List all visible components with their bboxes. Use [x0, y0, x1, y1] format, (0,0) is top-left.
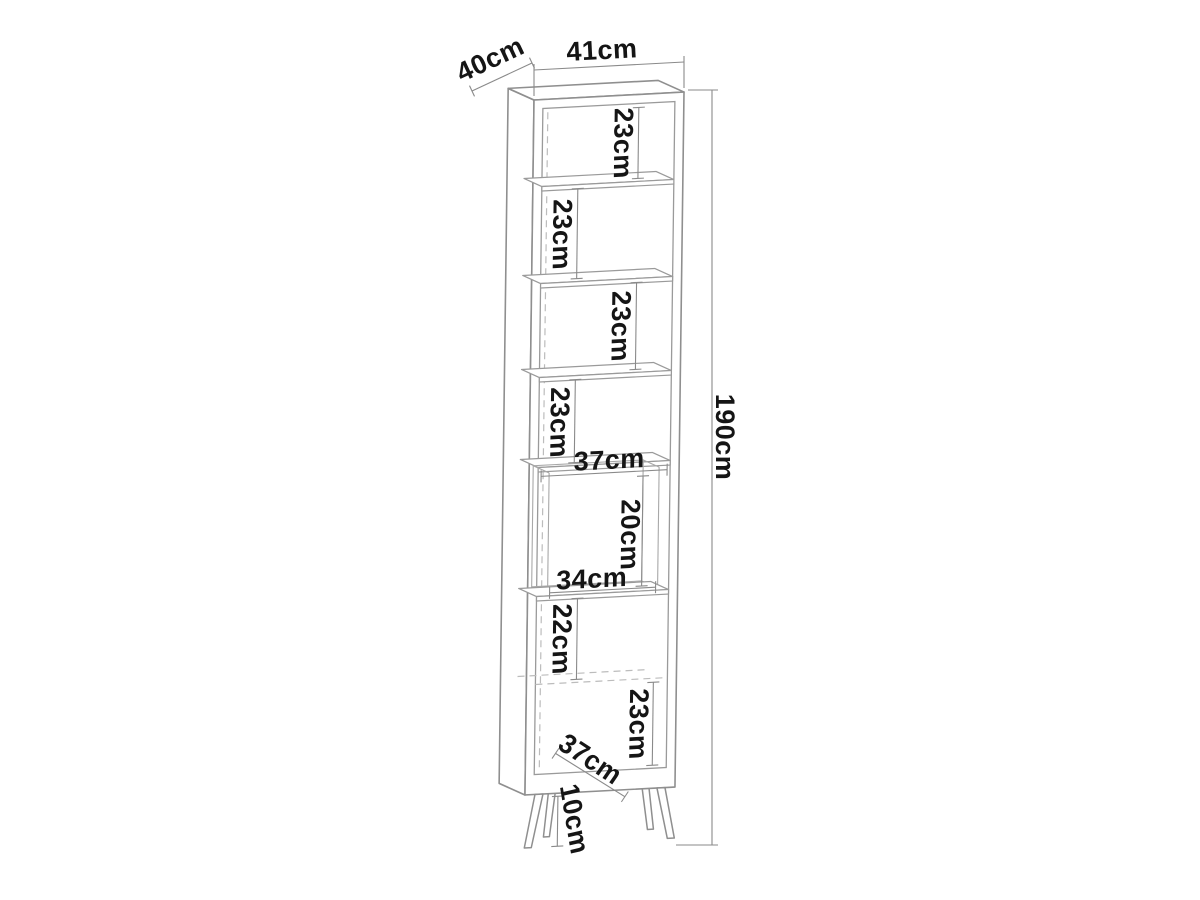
- shelf-front-edge: [539, 275, 674, 289]
- outer-dimension-lines: [469, 56, 718, 846]
- shelf-2: [522, 267, 674, 289]
- hidden-shelf-back-line: [517, 668, 650, 678]
- niche-right-wall: [657, 467, 660, 589]
- label-shelf7-height: 23cm: [623, 688, 654, 761]
- label-niche-height: 20cm: [615, 498, 646, 571]
- label-shelf1-height: 23cm: [608, 107, 639, 180]
- label-total-width: 41cm: [566, 33, 639, 67]
- shelf-front-edge: [541, 178, 675, 192]
- leg-front-right: [656, 786, 676, 840]
- leg-front-left: [523, 793, 544, 849]
- shelf-front-edge: [537, 459, 671, 473]
- shelf-4: [519, 451, 671, 473]
- cabinet: 23cm 23cm 23cm 23cm 37cm 20cm 34cm 22cm …: [498, 79, 685, 857]
- dimension-lines: [540, 106, 668, 848]
- label-total-depth: 40cm: [452, 31, 529, 88]
- shelf-1: [523, 170, 675, 192]
- hidden-back-edge-line: [538, 112, 549, 772]
- shelf-front-edge: [535, 588, 670, 602]
- cabinet-opening: [533, 100, 676, 776]
- shelf-6-hidden: [517, 668, 668, 686]
- hidden-shelf-line: [535, 676, 668, 686]
- niche-edge: [642, 459, 660, 468]
- niche-edge: [532, 465, 550, 474]
- label-shelf4-height: 23cm: [544, 386, 575, 459]
- label-interior-width: 37cm: [574, 443, 645, 477]
- label-shelf3-height: 23cm: [605, 290, 636, 363]
- label-shelf2-height: 23cm: [547, 198, 578, 271]
- label-niche-width: 34cm: [556, 562, 627, 596]
- niche-left-wall: [547, 472, 550, 594]
- shelf-front-edge: [538, 369, 672, 383]
- label-total-height: 190cm: [710, 394, 740, 481]
- shelf-3: [520, 361, 672, 383]
- label-shelf6-height: 22cm: [546, 603, 577, 676]
- cabinet-front-frame: [524, 91, 685, 796]
